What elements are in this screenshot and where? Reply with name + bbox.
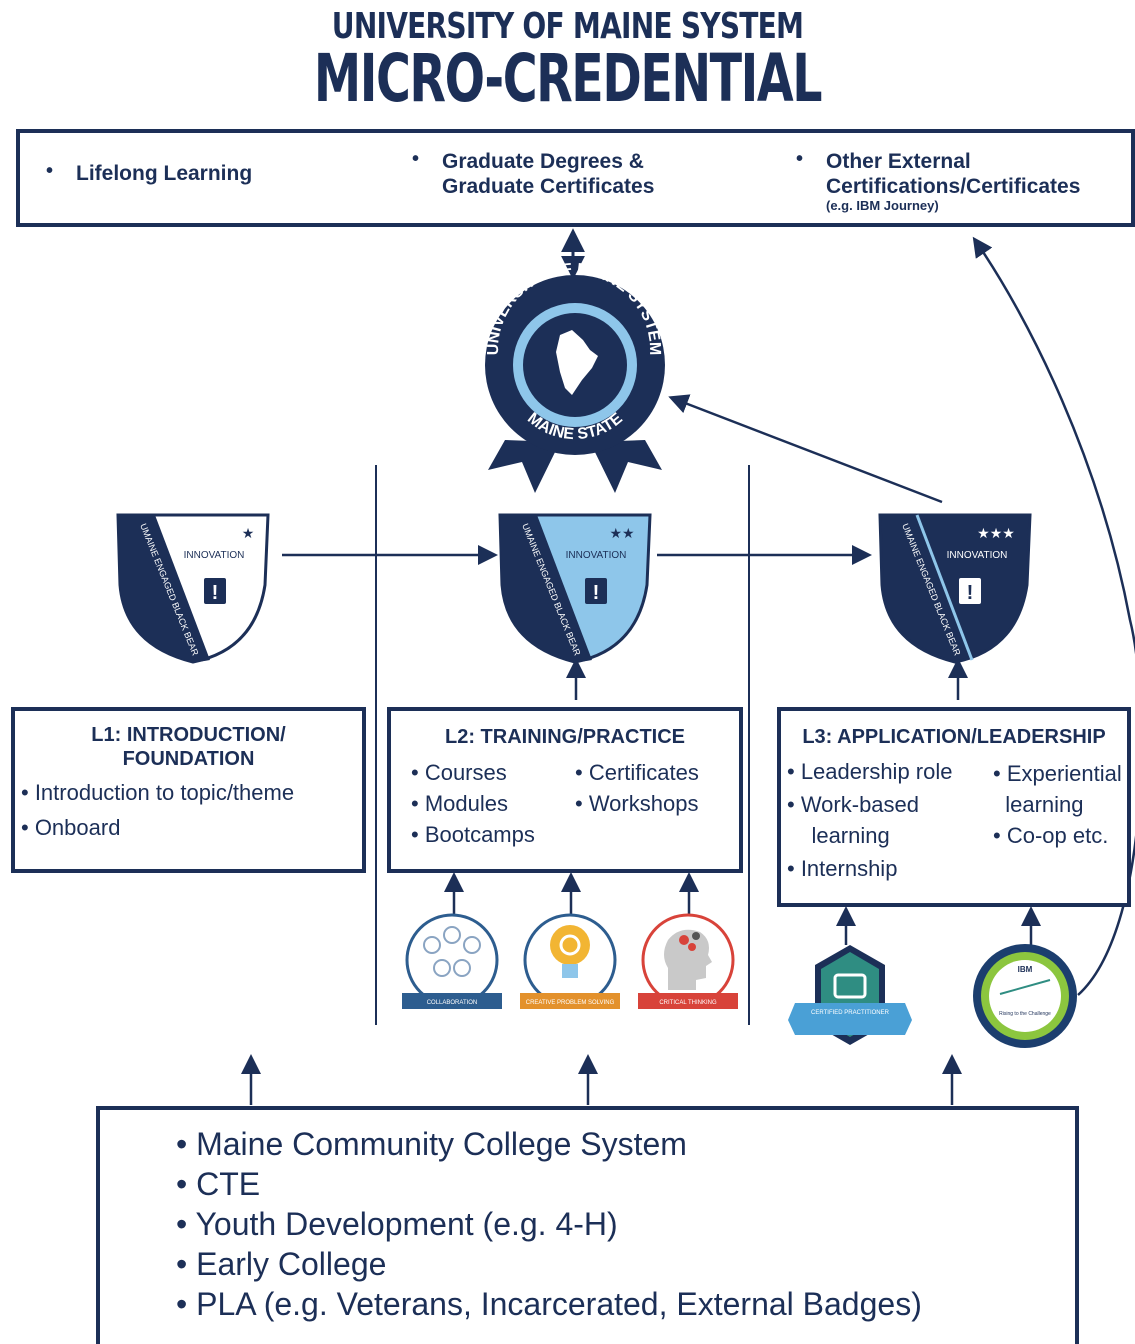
list-item: • Work-based <box>787 792 920 817</box>
svg-text:★★: ★★ <box>609 525 634 541</box>
svg-text:★: ★ <box>242 525 255 541</box>
level2-box: L2: TRAINING/PRACTICE • Courses • Module… <box>387 707 743 873</box>
svg-text:!: ! <box>212 582 219 604</box>
list-item: • Courses <box>411 760 507 785</box>
badge-creative-problem-solving: CREATIVE PROBLEM SOLVING <box>520 913 620 1009</box>
list-item: • Internship <box>787 856 898 881</box>
exclamation-icon <box>204 578 226 604</box>
badge-collaboration: COLLABORATION <box>402 913 502 1009</box>
list-item: learning <box>787 823 890 848</box>
list-item: • Co-op etc. <box>993 823 1109 848</box>
top-outcomes-box: •Lifelong Learning •Graduate Degrees &Gr… <box>16 129 1135 227</box>
badge-critical-thinking: CRITICAL THINKING <box>638 913 738 1009</box>
badge-l2-innovation: INNOVATION ★★ ! UMAINE ENGAGED BLACK BEA… <box>498 513 652 664</box>
svg-text:INNOVATION: INNOVATION <box>566 550 627 561</box>
svg-text:CERTIFIED PRACTITIONER: CERTIFIED PRACTITIONER <box>811 1010 890 1016</box>
svg-text:CREATIVE PROBLEM SOLVING: CREATIVE PROBLEM SOLVING <box>526 1000 615 1006</box>
list-item: • Workshops <box>575 791 699 816</box>
list-item: • Youth Development (e.g. 4-H) <box>176 1206 618 1242</box>
lightbulb-icon <box>550 925 590 965</box>
list-item: • Modules <box>411 791 508 816</box>
svg-text:CRITICAL THINKING: CRITICAL THINKING <box>659 1000 717 1006</box>
list-item: • Leadership role <box>787 759 953 784</box>
svg-text:Rising to the Challenge: Rising to the Challenge <box>999 1011 1051 1017</box>
svg-text:COLLABORATION: COLLABORATION <box>427 1000 478 1006</box>
level1-title: L1: INTRODUCTION/ FOUNDATION <box>91 724 286 770</box>
title-line-1: UNIVERSITY OF MAINE SYSTEM <box>331 6 804 47</box>
svg-text:INNOVATION: INNOVATION <box>947 550 1008 561</box>
head-gears-icon <box>664 929 712 990</box>
list-item: • Maine Community College System <box>176 1126 687 1162</box>
outcome-graduate-degrees: •Graduate Degrees &Graduate Certificates <box>412 148 655 198</box>
list-item: • CTE <box>176 1166 261 1202</box>
svg-text:INNOVATION: INNOVATION <box>184 550 245 561</box>
level1-box: L1: INTRODUCTION/ FOUNDATION • Introduct… <box>11 707 366 873</box>
badge-l3-innovation: INNOVATION ★★★ ! UMAINE ENGAGED BLACK BE… <box>878 513 1032 664</box>
list-item: • Certificates <box>575 760 699 785</box>
exclamation-icon <box>959 578 981 604</box>
svg-text:!: ! <box>967 582 974 604</box>
list-item: • Introduction to topic/theme <box>21 780 295 805</box>
level3-title: L3: APPLICATION/LEADERSHIP <box>802 726 1106 748</box>
arrow-l3-to-seal <box>668 394 943 504</box>
list-item: • Onboard <box>21 815 121 840</box>
certificate-icon <box>833 973 867 999</box>
svg-text:!: ! <box>593 582 600 604</box>
svg-text:IBM: IBM <box>1018 965 1033 974</box>
people-icon <box>423 926 481 977</box>
badge-certified-practitioner: CERTIFIED PRACTITIONER <box>788 945 912 1045</box>
level3-box: L3: APPLICATION/LEADERSHIP • Leadership … <box>777 707 1131 907</box>
list-item: learning <box>993 792 1084 817</box>
level2-title: L2: TRAINING/PRACTICE <box>445 726 685 748</box>
umaine-system-seal: UNIVERSITY OF MAINE SYSTEM MAINE STATE <box>485 261 665 493</box>
svg-text:★★★: ★★★ <box>977 525 1015 541</box>
pathways-box: • Maine Community College System • CTE •… <box>96 1106 1079 1344</box>
exclamation-icon <box>585 578 607 604</box>
maine-state-icon <box>556 330 598 395</box>
badge-l1-innovation: INNOVATION ★ ! UMAINE ENGAGED BLACK BEAR <box>116 513 270 664</box>
outcome-note: (e.g. IBM Journey) <box>826 198 939 213</box>
list-item: • PLA (e.g. Veterans, Incarcerated, Exte… <box>176 1286 922 1322</box>
list-item: • Bootcamps <box>411 822 535 847</box>
outcome-lifelong-learning: •Lifelong Learning <box>46 160 253 185</box>
list-item: • Experiential <box>993 761 1122 786</box>
list-item: • Early College <box>176 1246 387 1282</box>
badge-ibm-rising-to-challenge: IBM Rising to the Challenge <box>973 944 1077 1048</box>
